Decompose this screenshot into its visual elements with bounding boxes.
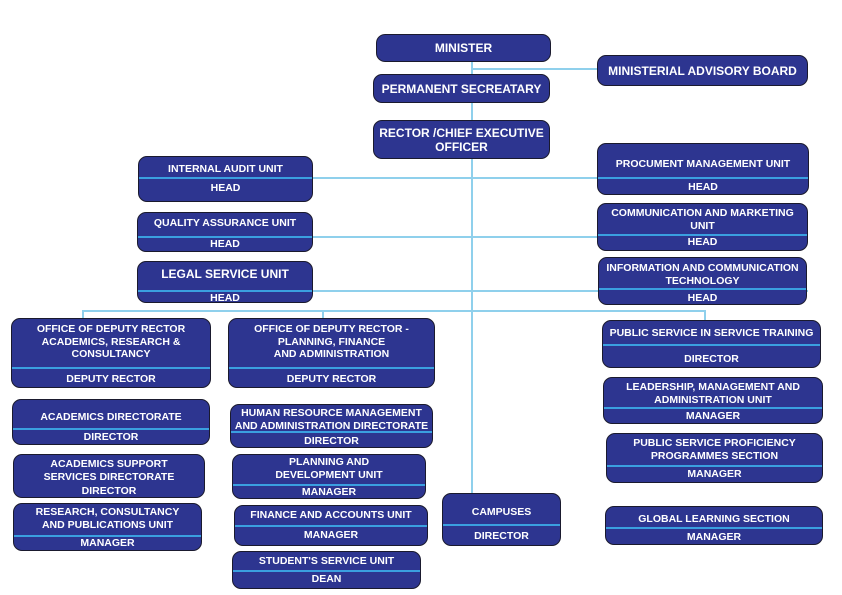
deputy-rector-planning-box[interactable]: OFFICE OF DEPUTY RECTOR - PLANNING, FINA…	[228, 318, 435, 388]
academics-support-title: ACADEMICS SUPPORT SERVICES DIRECTORATE	[43, 458, 175, 483]
connector-branches	[82, 310, 706, 312]
research-consultancy-box[interactable]: RESEARCH, CONSULTANCY AND PUBLICATIONS U…	[13, 503, 202, 551]
campuses-box[interactable]: CAMPUSES DIRECTOR	[442, 493, 561, 546]
academics-directorate-title: ACADEMICS DIRECTORATE	[40, 411, 182, 423]
legal-service-title: LEGAL SERVICE UNIT	[161, 267, 289, 281]
divider	[598, 177, 808, 179]
internal-audit-title: INTERNAL AUDIT UNIT	[168, 163, 283, 175]
divider	[12, 367, 210, 369]
campuses-role: DIRECTOR	[474, 530, 529, 542]
rector-label: RECTOR /CHIEF EXECUTIVE OFFICER	[379, 125, 544, 154]
divider	[231, 431, 432, 433]
deputy-rector-planning-title: OFFICE OF DEPUTY RECTOR - PLANNING, FINA…	[254, 323, 409, 360]
academics-support-box[interactable]: ACADEMICS SUPPORT SERVICES DIRECTORATE D…	[13, 454, 205, 498]
research-consultancy-title: RESEARCH, CONSULTANCY AND PUBLICATIONS U…	[35, 506, 180, 531]
ict-role: HEAD	[687, 292, 718, 304]
ict-title: INFORMATION AND COMMUNICATION TECHNOLOGY	[606, 262, 799, 287]
permanent-secretary-box[interactable]: PERMANENT SECREATARY	[373, 74, 550, 103]
divider	[229, 367, 434, 369]
divider	[139, 177, 312, 179]
quality-assurance-box[interactable]: QUALITY ASSURANCE UNIT HEAD	[137, 212, 313, 252]
divider	[599, 288, 806, 290]
finance-accounts-box[interactable]: FINANCE AND ACCOUNTS UNIT MANAGER	[234, 505, 428, 546]
proficiency-programmes-title: PUBLIC SERVICE PROFICIENCY PROGRAMMES SE…	[633, 437, 796, 462]
divider	[14, 535, 201, 537]
hr-directorate-box[interactable]: HUMAN RESOURCE MANAGEMENT AND ADMINISTRA…	[230, 404, 433, 448]
deputy-rector-academics-box[interactable]: OFFICE OF DEPUTY RECTOR ACADEMICS, RESEA…	[11, 318, 211, 388]
communication-marketing-role: HEAD	[687, 236, 718, 248]
hr-directorate-role: DIRECTOR	[304, 435, 359, 447]
communication-marketing-title: COMMUNICATION AND MARKETING UNIT	[611, 207, 794, 232]
connector-spine	[471, 60, 473, 500]
in-service-training-box[interactable]: PUBLIC SERVICE IN SERVICE TRAINING DIREC…	[602, 320, 821, 368]
minister-box[interactable]: MINISTER	[376, 34, 551, 62]
academics-support-role: DIRECTOR	[81, 485, 137, 497]
finance-accounts-title: FINANCE AND ACCOUNTS UNIT	[250, 509, 412, 521]
global-learning-role: MANAGER	[686, 531, 742, 543]
divider	[443, 524, 560, 526]
research-consultancy-role: MANAGER	[80, 537, 135, 549]
leadership-management-role: MANAGER	[685, 410, 741, 422]
students-service-role: DEAN	[311, 573, 342, 585]
connector-audit-procurement	[138, 177, 808, 179]
leadership-management-box[interactable]: LEADERSHIP, MANAGEMENT AND ADMINISTRATIO…	[603, 377, 823, 424]
proficiency-programmes-role: MANAGER	[687, 468, 742, 480]
quality-assurance-title: QUALITY ASSURANCE UNIT	[153, 217, 297, 229]
deputy-rector-academics-title: OFFICE OF DEPUTY RECTOR ACADEMICS, RESEA…	[36, 323, 186, 360]
deputy-rector-planning-role: DEPUTY RECTOR	[286, 373, 377, 385]
divider	[604, 407, 822, 409]
students-service-title: STUDENT'S SERVICE UNIT	[258, 555, 395, 567]
divider	[607, 465, 822, 467]
advisory-board-box[interactable]: MINISTERIAL ADVISORY BOARD	[597, 55, 808, 86]
in-service-training-role: DIRECTOR	[684, 353, 739, 365]
rector-box[interactable]: RECTOR /CHIEF EXECUTIVE OFFICER	[373, 120, 550, 159]
planning-development-role: MANAGER	[301, 486, 357, 498]
internal-audit-box[interactable]: INTERNAL AUDIT UNIT HEAD	[138, 156, 313, 202]
connector-advisory	[472, 68, 600, 70]
global-learning-title: GLOBAL LEARNING SECTION	[638, 513, 790, 525]
divider	[233, 570, 420, 572]
divider	[13, 428, 209, 430]
campuses-title: CAMPUSES	[471, 506, 532, 518]
academics-directorate-box[interactable]: ACADEMICS DIRECTORATE DIRECTOR	[12, 399, 210, 445]
connector-quality-communication	[138, 236, 808, 238]
planning-development-box[interactable]: PLANNING AND DEVELOPMENT UNIT MANAGER	[232, 454, 426, 499]
permanent-secretary-label: PERMANENT SECREATARY	[381, 81, 542, 96]
ict-box[interactable]: INFORMATION AND COMMUNICATION TECHNOLOGY…	[598, 257, 807, 305]
quality-assurance-role: HEAD	[210, 238, 240, 250]
academics-directorate-role: DIRECTOR	[83, 431, 139, 443]
divider	[598, 234, 807, 236]
planning-development-title: PLANNING AND DEVELOPMENT UNIT	[275, 456, 383, 481]
global-learning-box[interactable]: GLOBAL LEARNING SECTION MANAGER	[605, 506, 823, 545]
proficiency-programmes-box[interactable]: PUBLIC SERVICE PROFICIENCY PROGRAMMES SE…	[606, 433, 823, 483]
divider	[138, 290, 312, 292]
deputy-rector-academics-role: DEPUTY RECTOR	[66, 373, 156, 385]
leadership-management-title: LEADERSHIP, MANAGEMENT AND ADMINISTRATIO…	[626, 381, 800, 406]
connector-branch-planning	[322, 310, 324, 321]
advisory-board-label: MINISTERIAL ADVISORY BOARD	[608, 63, 797, 78]
internal-audit-role: HEAD	[210, 182, 241, 194]
divider	[603, 344, 820, 346]
legal-service-box[interactable]: LEGAL SERVICE UNIT HEAD	[137, 261, 313, 303]
divider	[233, 484, 425, 486]
divider	[606, 527, 822, 529]
procurement-box[interactable]: PROCUMENT MANAGEMENT UNIT HEAD	[597, 143, 809, 195]
hr-directorate-title: HUMAN RESOURCE MANAGEMENT AND ADMINISTRA…	[234, 407, 429, 432]
finance-accounts-role: MANAGER	[303, 529, 359, 541]
divider	[235, 525, 427, 527]
minister-label: MINISTER	[434, 41, 493, 55]
connector-branch-academics	[82, 310, 84, 321]
students-service-box[interactable]: STUDENT'S SERVICE UNIT DEAN	[232, 551, 421, 589]
communication-marketing-box[interactable]: COMMUNICATION AND MARKETING UNIT HEAD	[597, 203, 808, 251]
procurement-role: HEAD	[688, 181, 718, 193]
procurement-title: PROCUMENT MANAGEMENT UNIT	[615, 158, 791, 170]
divider	[138, 236, 312, 238]
in-service-training-title: PUBLIC SERVICE IN SERVICE TRAINING	[609, 327, 814, 339]
legal-service-role: HEAD	[210, 292, 240, 303]
connector-legal-ict	[138, 290, 808, 292]
connector-branch-training	[704, 310, 706, 322]
